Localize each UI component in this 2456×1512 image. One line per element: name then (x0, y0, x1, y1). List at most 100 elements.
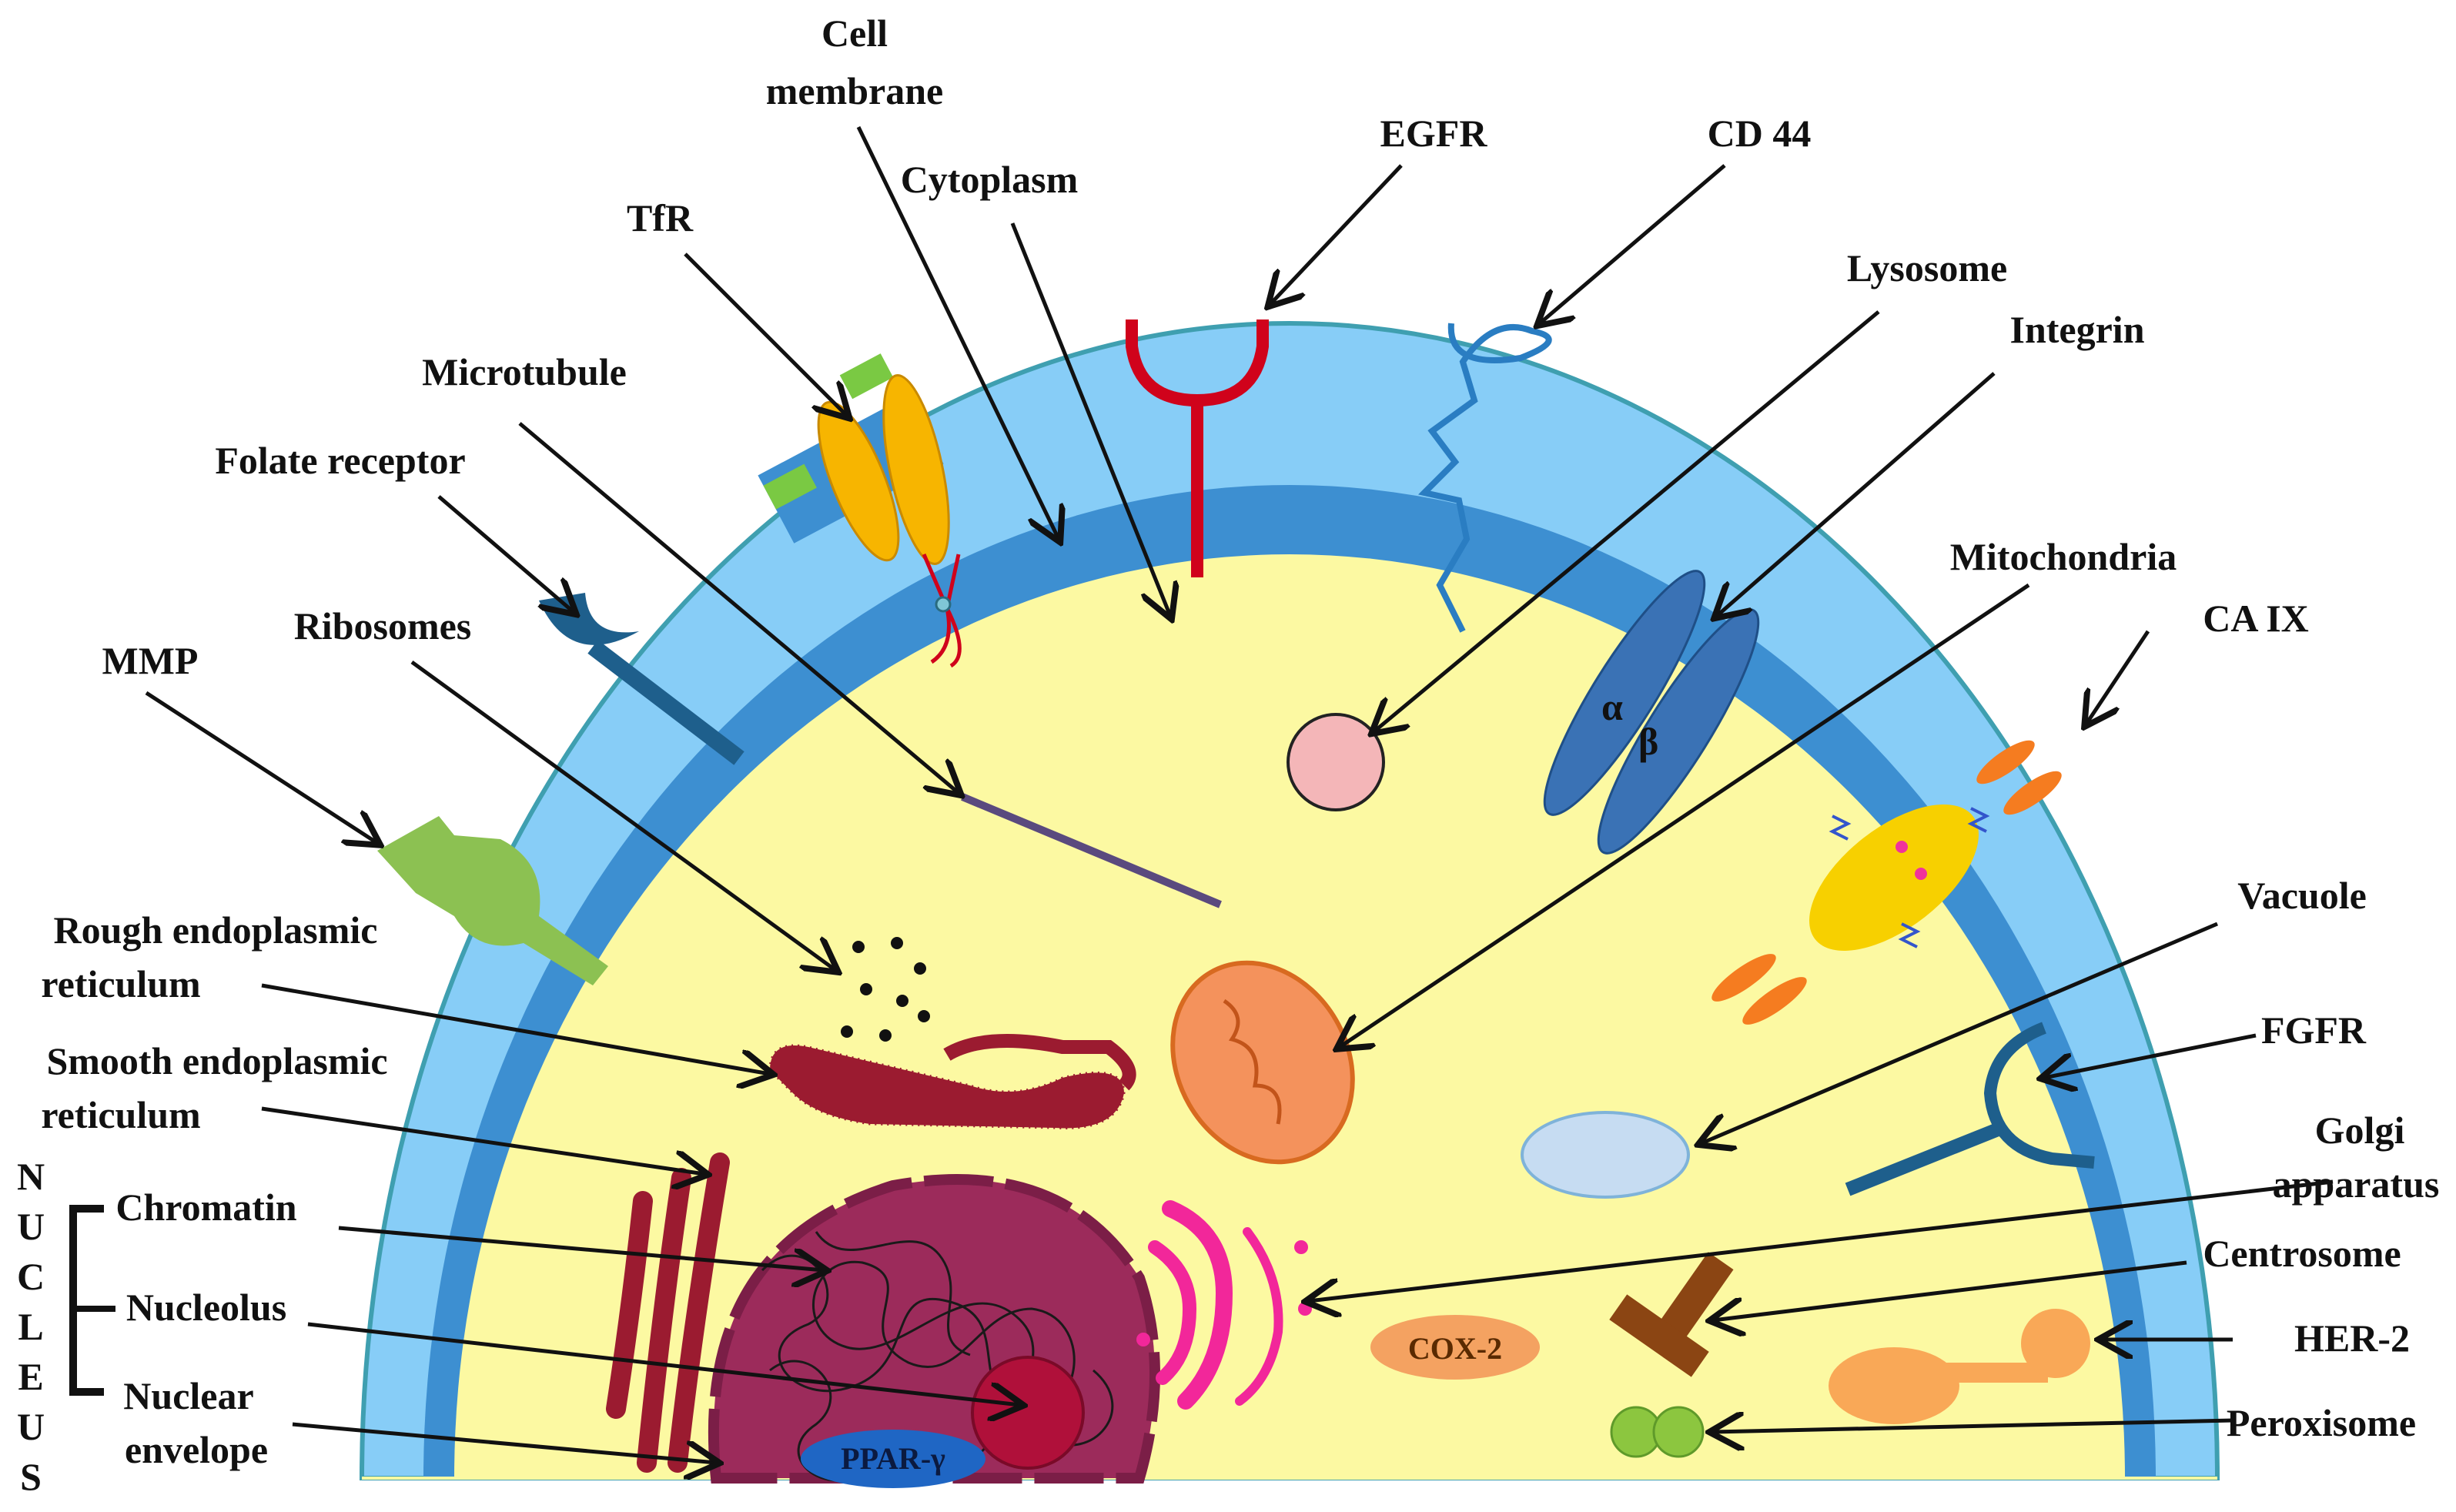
ca-ix-bottom-a (1712, 954, 1776, 1002)
nucleolus (971, 1356, 1085, 1470)
arrow-folate-receptor (437, 495, 574, 612)
ca-ix-dot-2 (1915, 868, 1927, 880)
golgi-vesicle (1294, 1240, 1308, 1254)
label-nuclear-envelope-1: Nuclear (123, 1374, 253, 1417)
label-nuclear-envelope-2: envelope (125, 1428, 268, 1471)
smooth-er (606, 1152, 730, 1473)
ca-ix-top-b (2003, 771, 2062, 815)
arrow-ca-ix (2086, 630, 2150, 724)
arrow-lysosome (1374, 310, 1880, 731)
golgi-cisterna (1148, 1240, 1197, 1385)
fgfr-fork (1983, 1022, 2095, 1169)
ca-ix-squiggles (1829, 807, 1990, 948)
rough-er (768, 1034, 1136, 1129)
arrow-egfr (1270, 164, 1403, 304)
ca-ix-core (1809, 804, 1979, 952)
fgfr-stem (1845, 1121, 2005, 1196)
label-folate-receptor: Folate receptor (215, 439, 465, 482)
ppar-gamma (801, 1430, 985, 1488)
arrow-mmp (145, 691, 377, 843)
arrow-peroxisome (1713, 1420, 2233, 1432)
cd44-chain (1418, 323, 1552, 633)
tfr-receptor (758, 353, 962, 668)
arrow-fgfr (2044, 1033, 2257, 1078)
nucleus-letter: S (20, 1455, 42, 1498)
label-integrin: Integrin (2010, 308, 2145, 351)
integrin-beta-label: β (1638, 720, 1658, 763)
nucleus-letter: C (17, 1255, 45, 1298)
nucleus-letter: N (17, 1155, 45, 1198)
label-rer-1: Rough endoplasmic (54, 908, 378, 952)
integrin-receptor: α β (1543, 570, 1760, 855)
nucleus-letter: E (18, 1355, 43, 1398)
smooth-er-tube-1 (606, 1191, 653, 1419)
label-golgi-2: apparatus (2273, 1162, 2440, 1206)
ca-ix-dot-1 (1896, 841, 1908, 853)
smooth-er-tube-3 (668, 1152, 730, 1473)
label-fgfr: FGFR (2261, 1009, 2367, 1052)
label-peroxisome: Peroxisome (2227, 1401, 2416, 1444)
folate-stem (587, 640, 744, 765)
ppar-gamma-label: PPAR-γ (841, 1441, 945, 1476)
ca-ix-enzyme (1712, 740, 2062, 1025)
ca-ix-bottom-b (1742, 977, 1807, 1025)
arrow-centrosome (1713, 1260, 2187, 1320)
nucleus-bracket (69, 1205, 104, 1396)
arrow-integrin (1717, 372, 1996, 616)
label-ser-2: reticulum (41, 1093, 200, 1136)
golgi-vesicle (1136, 1333, 1150, 1346)
golgi-cisterna (1235, 1227, 1283, 1406)
golgi-vesicle (1298, 1302, 1312, 1316)
arrow-golgi (1309, 1179, 2334, 1301)
integrin-alpha (1543, 570, 1706, 816)
label-lysosome: Lysosome (1847, 246, 2007, 289)
ribosome-dot (879, 1029, 892, 1042)
arrow-vacuole (1701, 922, 2218, 1143)
label-mitochondria: Mitochondria (1950, 535, 2177, 578)
her2-knob (2021, 1309, 2090, 1378)
ca-ix-top-a (1976, 740, 2035, 784)
cox-2: COX-2 (1370, 1315, 1540, 1380)
arrows (145, 125, 2334, 1463)
smooth-er-tube-2 (637, 1168, 691, 1473)
peroxisome-sphere (1652, 1406, 1705, 1458)
label-mmp: MMP (102, 639, 199, 682)
label-cd44: CD 44 (1708, 112, 1812, 155)
mmp-body (377, 816, 608, 985)
arrow-rer (261, 983, 770, 1074)
label-cytoplasm: Cytoplasm (901, 158, 1079, 201)
arrow-ribosomes (410, 660, 835, 970)
arrow-nuclear-envelope (292, 1422, 716, 1463)
egfr-receptor (1126, 319, 1269, 577)
label-vacuole: Vacuole (2237, 874, 2367, 917)
label-chromatin: Chromatin (115, 1186, 296, 1229)
centriole-horizontal (1609, 1294, 1709, 1377)
vacuole (1521, 1111, 1690, 1199)
golgi-cisterna (1162, 1200, 1233, 1410)
arrow-cd44 (1540, 164, 1726, 323)
nucleus-letter: U (17, 1205, 45, 1248)
rough-er-tube-2 (943, 1034, 1136, 1091)
arrow-chromatin (338, 1226, 824, 1270)
fgfr-receptor (1845, 1022, 2095, 1196)
golgi-apparatus (1136, 1200, 1312, 1410)
label-cell-membrane-1: Cell (821, 12, 888, 55)
her2-head (1829, 1347, 1959, 1424)
arrow-nucleolus (307, 1322, 1020, 1405)
cox-2-body (1370, 1315, 1540, 1380)
microtubule (961, 793, 1222, 908)
cd44-receptor (1418, 323, 1552, 633)
nucleus-letter: U (17, 1405, 45, 1448)
tfr-green-cap-left (763, 463, 817, 510)
rough-er-tube-1 (768, 1044, 1126, 1129)
ribosomes (841, 937, 930, 1042)
label-centrosome: Centrosome (2203, 1232, 2401, 1275)
mmp-enzyme (377, 816, 608, 985)
ribosome-dot (852, 941, 865, 953)
cox-2-label: COX-2 (1408, 1331, 1502, 1366)
label-ca-ix: CA IX (2203, 597, 2309, 640)
tfr-subunit-right (882, 374, 950, 565)
mitochondrion-cristae (1223, 999, 1282, 1125)
arrow-ser (261, 1106, 704, 1174)
label-her2: HER-2 (2294, 1316, 2410, 1360)
